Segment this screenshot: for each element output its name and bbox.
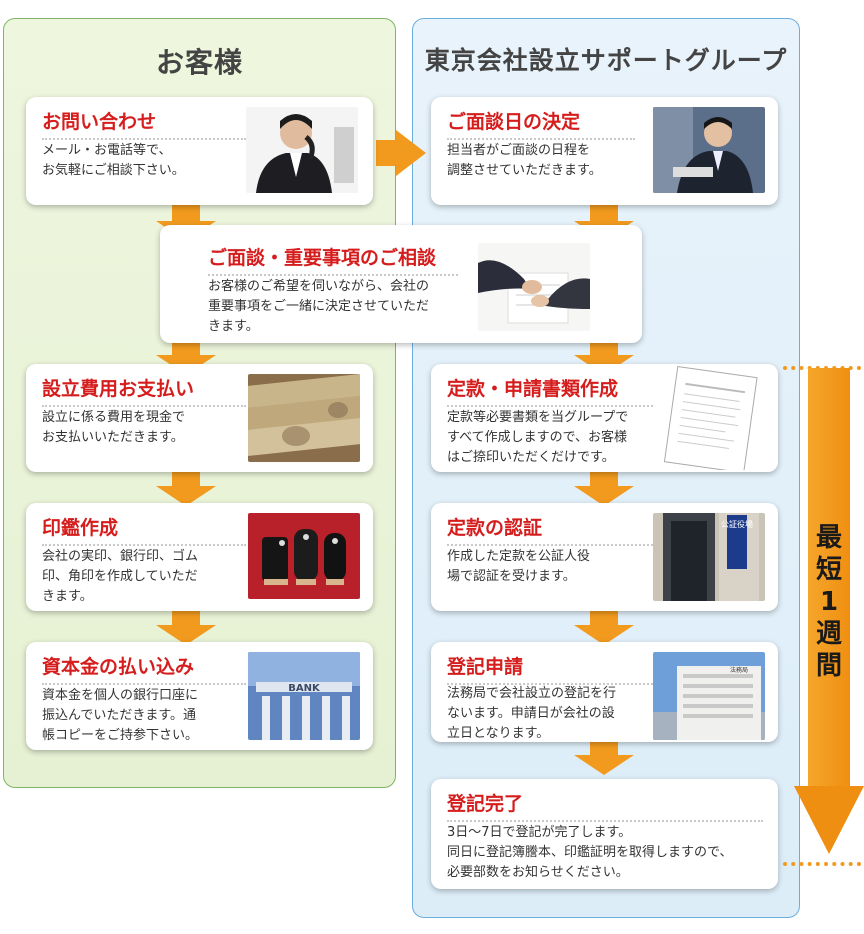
step-card-certification: 定款の認証 作成した定款を公証人役場で認証を受けます。 公証役場 [431,503,778,611]
step-card-payment: 設立費用お支払い 設立に係る費用を現金でお支払いいただきます。 [26,364,373,472]
step-title: 定款・申請書類作成 [447,374,653,407]
step-description: 会社の実印、銀行印、ゴム印、角印を作成していただきます。 [42,549,199,604]
step-card-articles: 定款・申請書類作成 定款等必要書類を当グループですべて作成しますので、お客様はご… [431,364,778,474]
step-card-interview-date: ご面談日の決定 担当者がご面談の日程を調整させていただきます。 [431,97,778,205]
banknotes-photo [248,374,360,462]
svg-text:BANK: BANK [288,683,321,694]
step-title: 登記申請 [447,652,653,685]
step-description: 担当者がご面談の日程を調整させていただきます。 [447,143,602,178]
step-card-complete: 登記完了 3日〜7日で登記が完了します。同日に登記簿謄本、印鑑証明を取得しますの… [431,779,778,889]
step-description: 資本金を個人の銀行口座に振込んでいただきます。通帳コピーをご持参下さい。 [42,688,199,743]
group-column-title: 東京会社設立サポートグループ [424,46,788,75]
step-title: ご面談日の決定 [447,107,635,140]
step-card-seal: 印鑑作成 会社の実印、銀行印、ゴム印、角印を作成していただきます。 [26,503,373,611]
duration-label: 最 短 1 週 間 [815,523,842,681]
step-title: 設立費用お支払い [42,374,246,407]
step-title: 資本金の払い込み [42,652,246,685]
step-title: ご面談・重要事項のご相談 [208,243,458,276]
step-description: お客様のご希望を伺いながら、会社の重要事項をご一緒に決定させていただきます。 [208,279,430,334]
step-description: 設立に係る費用を現金でお支払いいただきます。 [42,410,186,445]
duration-arrow-head [794,786,864,854]
document-photo [657,366,769,474]
svg-text:法務局: 法務局 [730,666,748,674]
step-description: 作成した定款を公証人役場で認証を受けます。 [447,549,591,584]
staff-meeting-photo [653,107,765,193]
step-card-inquiry: お問い合わせ メール・お電話等で、お気軽にご相談下さい。 [26,97,373,205]
duration-end-line [783,862,861,866]
step-title: 定款の認証 [447,513,653,546]
customer-column-title: お客様 [155,46,243,79]
step-description: 3日〜7日で登記が完了します。同日に登記簿謄本、印鑑証明を取得しますので、必要部… [447,825,733,880]
notary-office-photo: 公証役場 [653,513,765,601]
step-title: 登記完了 [447,789,763,822]
phone-call-photo [246,107,358,193]
duration-arrow [808,368,850,788]
step-description: 法務局で会社設立の登記を行ないます。申請日が会社の設立日となります。 [447,686,617,741]
step-card-consultation: ご面談・重要事項のご相談 お客様のご希望を伺いながら、会社の重要事項をご一緒に決… [160,225,642,343]
step-title: お問い合わせ [42,107,246,140]
step-description: メール・お電話等で、お気軽にご相談下さい。 [42,143,185,178]
step-description: 定款等必要書類を当グループですべて作成しますので、お客様はご捺印いただくだけです… [447,410,629,465]
handshake-documents-photo [478,243,590,331]
step-title: 印鑑作成 [42,513,246,546]
step-card-capital: 資本金の払い込み 資本金を個人の銀行口座に振込んでいただきます。通帳コピーをご持… [26,642,373,750]
svg-text:公証役場: 公証役場 [721,519,753,529]
stamps-photo [248,513,360,599]
legal-affairs-bureau-photo: 法務局 [653,652,765,740]
bank-building-photo: BANK [248,652,360,740]
step-card-registration: 登記申請 法務局で会社設立の登記を行ないます。申請日が会社の設立日となります。 … [431,642,778,742]
